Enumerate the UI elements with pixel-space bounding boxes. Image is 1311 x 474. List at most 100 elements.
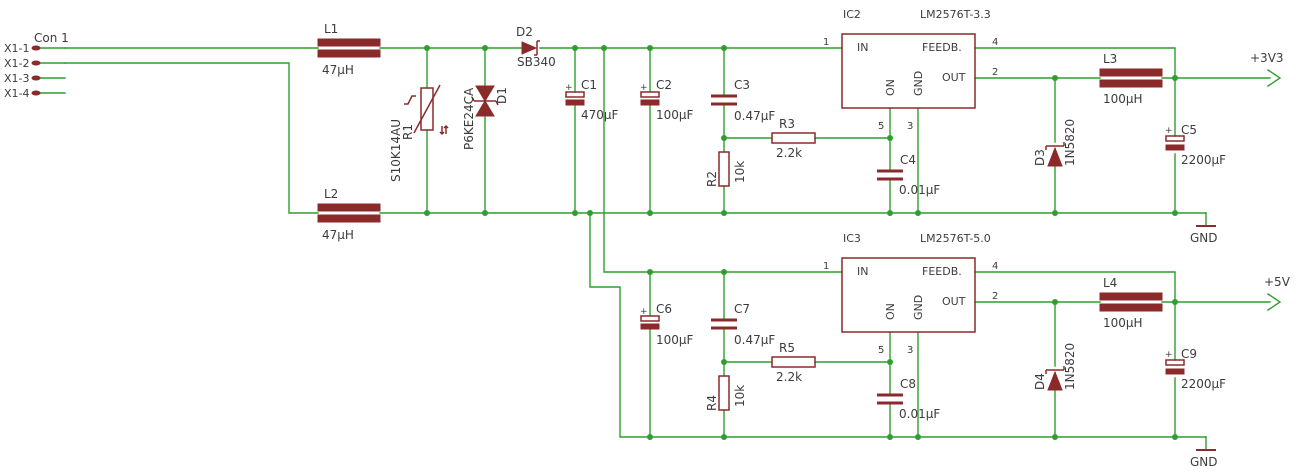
inductor-l1: L1 47µH [317,22,381,77]
c1-value: 470µF [581,108,619,122]
output-3v3: +3V3 [1250,51,1284,87]
output-3v3-label: +3V3 [1250,51,1284,65]
inductor-l3: L3 100µH [1099,52,1163,106]
r4-ref: R4 [705,395,719,411]
resistor-r4: R4 10k [705,375,747,411]
l4-value: 100µH [1103,316,1143,330]
connector-pin-3: X1-3 [4,72,30,85]
schottky-diode-d4: D4 1N5820 [1033,343,1077,391]
connector-name: Con 1 [34,31,69,45]
inductor-l4: L4 100µH [1099,276,1163,330]
capacitor-c3: C3 0.47µF [711,78,775,123]
ic3-pin-on: ON [884,303,897,320]
c5-polarity: + [1165,126,1173,136]
ic3-pin-num-2: 2 [992,291,998,302]
c7-ref: C7 [734,302,750,316]
l1-ref: L1 [324,22,338,36]
ic2-pin-on: ON [884,79,897,96]
capacitor-c4: C4 0.01µF [877,153,940,197]
ic3-pin-gnd: GND [912,295,925,320]
schottky-diode-d3: D3 1N5820 [1033,119,1077,167]
regulator-ic3: IC3 LM2576T-5.0 IN FEEDB. OUT ON GND 1 4… [823,232,998,356]
d3-value: 1N5820 [1063,119,1077,166]
capacitor-c8: C8 0.01µF [877,377,940,421]
d2-ref: D2 [516,25,533,39]
ic2-pin-num-3: 3 [907,121,913,132]
output-5v: +5V [1264,275,1291,311]
r5-ref: R5 [779,341,795,355]
ic2-pin-num-4: 4 [992,37,998,48]
l3-ref: L3 [1103,52,1117,66]
ground-1: GND [1190,225,1218,245]
connector-con1: Con 1 X1-1 X1-2 X1-3 X1-4 [4,31,69,100]
d1-value: P6KE24CA [462,87,476,150]
l4-ref: L4 [1103,276,1117,290]
ic3-pin-num-4: 4 [992,261,998,272]
d2-value: SB340 [517,55,556,69]
c4-value: 0.01µF [899,183,940,197]
c2-ref: C2 [656,78,672,92]
r1-value: S10K14AU [389,119,403,182]
wires [32,47,1271,451]
ic3-pin-num-3: 3 [907,345,913,356]
ground-2-label: GND [1190,455,1218,469]
l1-value: 47µH [322,63,354,77]
l2-ref: L2 [324,187,338,201]
ic3-pin-feedb: FEEDB. [922,265,962,278]
r2-ref: R2 [705,171,719,187]
c8-value: 0.01µF [899,407,940,421]
c6-polarity: + [640,307,648,317]
r1-ref: R1 [401,124,415,140]
capacitor-c7: C7 0.47µF [711,302,775,347]
r4-value: 10k [733,385,747,407]
c3-ref: C3 [734,78,750,92]
varistor-r1: R1 S10K14AU [389,84,449,182]
ic3-pin-num-5: 5 [878,345,884,356]
connector-pin-4: X1-4 [4,87,30,100]
ic3-ref: IC3 [843,232,861,245]
r3-value: 2.2k [776,146,802,160]
l2-value: 47µH [322,228,354,242]
r2-value: 10k [733,161,747,183]
resistor-r2: R2 10k [705,151,747,187]
capacitor-c1: + C1 470µF [565,78,619,122]
junctions [424,45,1178,440]
resistor-r3: R3 2.2k [771,117,816,160]
c8-ref: C8 [900,377,916,391]
c7-value: 0.47µF [734,333,775,347]
tvs-diode-d1: P6KE24CA D1 [462,85,509,150]
capacitor-c2: + C2 100µF [640,78,694,122]
ic3-pin-in: IN [857,265,868,278]
ic2-pin-gnd: GND [912,71,925,96]
ic2-pin-num-5: 5 [878,121,884,132]
ic2-pin-out: OUT [942,71,966,84]
ic3-pin-num-1: 1 [823,261,829,272]
d4-ref: D4 [1033,373,1047,390]
regulator-ic2: IC2 LM2576T-3.3 IN FEEDB. OUT ON GND 1 4… [823,8,998,132]
capacitor-c9: + C9 2200µF [1165,347,1226,391]
c5-ref: C5 [1181,123,1197,137]
ground-2: GND [1190,449,1218,469]
ic2-pin-in: IN [857,41,868,54]
d4-value: 1N5820 [1063,343,1077,390]
inductor-l2: L2 47µH [317,187,381,242]
ic3-pin-out: OUT [942,295,966,308]
c4-ref: C4 [900,153,916,167]
capacitor-c6: + C6 100µF [640,302,694,347]
output-5v-label: +5V [1264,275,1291,289]
l3-value: 100µH [1103,92,1143,106]
ic2-pin-num-1: 1 [823,37,829,48]
capacitor-c5: + C5 2200µF [1165,123,1226,167]
d3-ref: D3 [1033,149,1047,166]
c1-ref: C1 [581,78,597,92]
c5-value: 2200µF [1181,153,1226,167]
c3-value: 0.47µF [734,109,775,123]
c9-value: 2200µF [1181,377,1226,391]
ic2-part: LM2576T-3.3 [920,8,991,21]
ground-1-label: GND [1190,231,1218,245]
connector-pin-1: X1-1 [4,42,30,55]
c9-polarity: + [1165,350,1173,360]
resistor-r5: R5 2.2k [771,341,816,384]
c1-polarity: + [565,83,573,93]
